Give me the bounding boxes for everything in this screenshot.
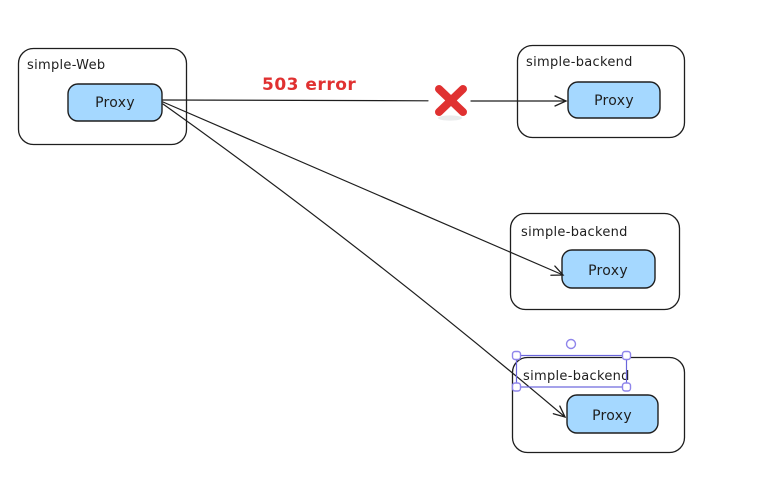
x-mark-shadow	[438, 115, 462, 121]
selection-handle-bottom-right[interactable]	[621, 382, 632, 392]
arrow-web-to-backend-middle[interactable]	[162, 101, 565, 276]
arrow-web-to-backend-bottom[interactable]	[162, 103, 567, 419]
selection-handle-top-right[interactable]	[621, 350, 632, 361]
backend-bottom-proxy-label: Proxy	[592, 408, 632, 424]
rotate-handle[interactable]	[565, 338, 577, 350]
simple-web-proxy-box	[67, 83, 163, 122]
x-mark-stroke-2	[435, 85, 467, 116]
simple-web-proxy-label: Proxy	[95, 95, 135, 111]
backend-top-proxy-box	[567, 81, 661, 119]
x-mark-icon[interactable]	[435, 85, 467, 121]
backend-top-proxy-label: Proxy	[594, 93, 634, 109]
backend-bottom-title: simple-backend	[523, 369, 630, 384]
node-backend-bottom[interactable]: simple-backend Proxy	[511, 356, 686, 454]
backend-middle-title: simple-backend	[521, 225, 628, 240]
selection-outline	[515, 354, 628, 388]
backend-top-title: simple-backend	[526, 55, 633, 70]
backend-middle-proxy-label: Proxy	[588, 263, 628, 279]
error-503-label[interactable]: 503 error	[262, 75, 356, 95]
arrow-web-to-backend-top[interactable]	[162, 95, 568, 107]
node-backend-middle[interactable]: simple-backend Proxy	[509, 212, 681, 311]
backend-bottom-proxy-box	[566, 394, 659, 434]
node-simple-web[interactable]: simple-Web Proxy	[17, 47, 188, 146]
selection-handle-top-left[interactable]	[511, 350, 522, 361]
node-backend-top[interactable]: simple-backend Proxy	[516, 44, 686, 139]
simple-web-title: simple-Web	[27, 58, 105, 73]
selection-handle-bottom-left[interactable]	[511, 382, 522, 392]
selection-overlay	[511, 338, 632, 392]
